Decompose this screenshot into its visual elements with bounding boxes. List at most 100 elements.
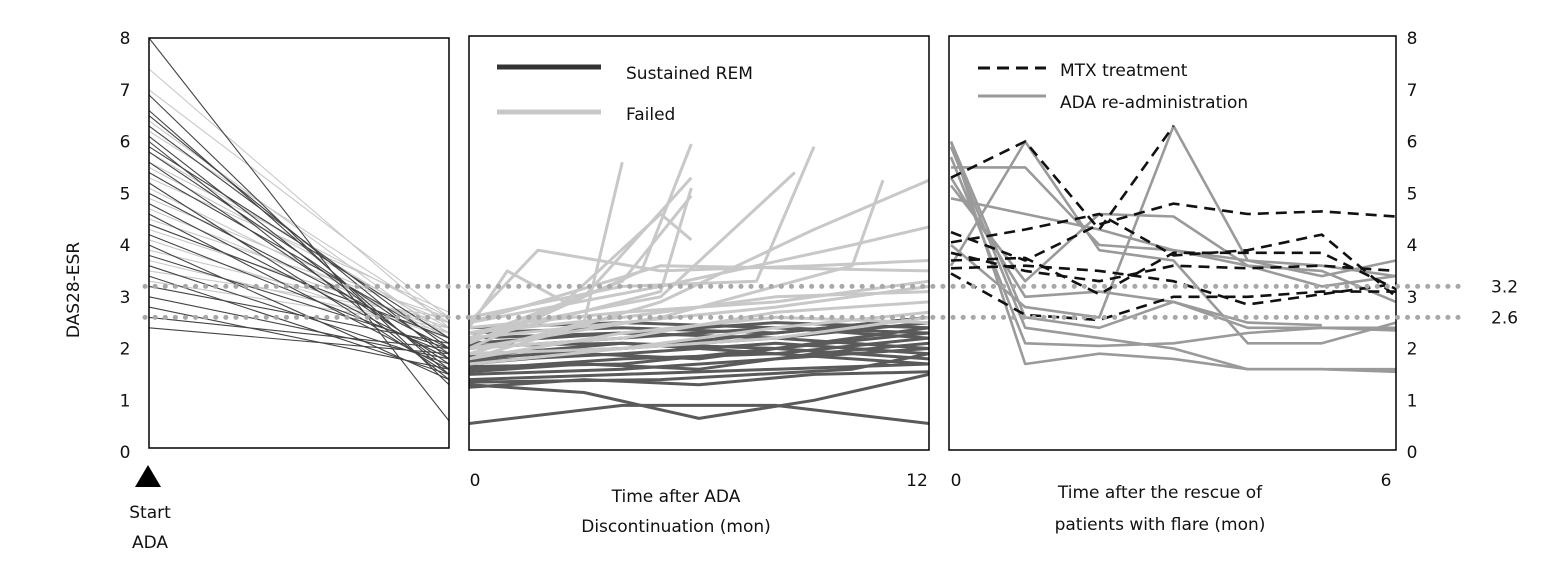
start-ada-line	[148, 141, 450, 381]
discontinuation-frame	[468, 35, 930, 451]
ada-readministration-line	[950, 197, 1397, 288]
start-ada-line	[148, 316, 450, 350]
failed-line	[468, 290, 930, 335]
y-tick-label: 7	[120, 81, 131, 101]
sustained-rem-line	[468, 372, 930, 420]
x-tick-6: 6	[1381, 471, 1392, 491]
threshold-label: 3.2	[1491, 277, 1518, 297]
threshold-label: 2.6	[1491, 308, 1518, 328]
ada-readministration-line	[949, 146, 1397, 374]
start-ada-line	[148, 285, 450, 344]
middle-x-label-line2: Discontinuation (mon)	[581, 517, 771, 537]
failed-line	[468, 146, 816, 319]
failed-line	[468, 225, 930, 325]
start-ada-line	[148, 161, 450, 365]
start-ada-line	[148, 94, 450, 386]
failed-line	[467, 212, 693, 329]
right-y-tick-label: 0	[1407, 443, 1418, 463]
y-tick-label: 0	[120, 443, 131, 463]
legend-label-sustained-rem: Sustained REM	[626, 64, 753, 84]
start-ada-line	[148, 89, 450, 318]
mtx-treatment-line	[950, 251, 1397, 296]
start-ada-line	[148, 172, 450, 344]
start-ada-line	[148, 306, 450, 370]
failed-line	[468, 187, 693, 343]
start-ada-line	[148, 244, 450, 381]
right-y-tick-label: 8	[1407, 29, 1418, 49]
right-y-tick-label: 4	[1407, 236, 1418, 256]
start-ada-line	[148, 218, 450, 318]
failed-line	[468, 284, 930, 340]
right-y-tick-label: 7	[1407, 81, 1418, 101]
failed-line	[468, 179, 885, 350]
x-tick-0: 0	[470, 471, 481, 491]
mtx-treatment-line	[950, 264, 1397, 306]
sustained-rem-line	[468, 331, 930, 350]
x-tick-12: 12	[906, 471, 928, 491]
start-ada-line	[148, 296, 450, 360]
start-ada-line	[148, 259, 450, 334]
y-tick-label: 1	[120, 391, 131, 411]
panel-start-ada: 0 1 2 3 4 5 6 7 8 DAS28-ESR Start ADA	[64, 29, 450, 553]
failed-line	[468, 315, 930, 366]
right-y-tick-label: 1	[1407, 391, 1418, 411]
panel-discontinuation: Sustained REM Failed 0 12 Time after ADA…	[467, 35, 930, 537]
legend-label-mtx: MTX treatment	[1060, 61, 1188, 81]
sustained-rem-line	[468, 331, 930, 369]
start-ada-label-line2: ADA	[132, 533, 168, 553]
sustained-rem-line	[468, 362, 930, 382]
start-ada-line	[148, 254, 450, 350]
start-ada-line	[148, 151, 450, 355]
right-y-tick-label: 3	[1407, 288, 1418, 308]
panel-rescue: MTX treatment ADA re-administration 0 6 …	[948, 29, 1418, 535]
start-ada-line	[148, 177, 450, 313]
start-ada-line	[148, 239, 450, 339]
start-ada-line	[148, 182, 450, 375]
y-tick-label: 8	[120, 29, 131, 49]
right-x-label-line2: patients with flare (mon)	[1055, 515, 1266, 535]
y-tick-label: 5	[120, 184, 131, 204]
right-y-tick-label: 5	[1407, 184, 1418, 204]
y-tick-label: 3	[120, 288, 131, 308]
start-ada-line	[148, 275, 450, 375]
legend-label-ada-readmin: ADA re-administration	[1060, 93, 1248, 113]
sustained-rem-line	[468, 403, 930, 425]
start-ada-line	[148, 327, 450, 355]
mtx-treatment-line	[950, 125, 1175, 231]
right-y-axis-ticks: 0 1 2 3 4 5 6 7 8	[1407, 29, 1418, 463]
y-tick-label: 2	[120, 340, 131, 360]
y-tick-label: 6	[120, 133, 131, 153]
threshold-lines: 3.2 2.6	[142, 277, 1518, 328]
start-ada-line	[148, 146, 450, 339]
mtx-treatment-line	[950, 251, 1397, 283]
failed-line	[468, 264, 930, 325]
start-ada-frame	[148, 37, 450, 449]
rescue-lines	[949, 124, 1397, 374]
right-x-label-line1: Time after the rescue of	[1057, 483, 1263, 503]
start-ada-marker	[135, 465, 161, 487]
start-ada-label-line1: Start	[129, 503, 171, 523]
failed-line	[468, 315, 930, 361]
right-y-tick-label: 2	[1407, 340, 1418, 360]
sustained-rem-line	[468, 370, 930, 389]
y-axis-label: DAS28-ESR	[64, 242, 84, 339]
start-ada-line	[148, 37, 450, 422]
mtx-treatment-line	[950, 202, 1397, 262]
ada-readministration-line	[949, 184, 1397, 304]
x-tick-0-right: 0	[951, 471, 962, 491]
sustained-rem-line	[468, 352, 930, 384]
left-y-axis-ticks: 0 1 2 3 4 5 6 7 8	[120, 29, 131, 463]
rescue-frame	[948, 35, 1397, 451]
start-ada-line	[148, 192, 450, 349]
mtx-treatment-line	[950, 272, 1396, 322]
middle-x-label-line1: Time after ADA	[611, 487, 741, 507]
start-ada-line	[148, 125, 450, 349]
start-ada-lines	[148, 37, 450, 422]
right-y-tick-label: 6	[1407, 133, 1418, 153]
y-tick-label: 4	[120, 236, 131, 256]
mtx-treatment-line	[950, 212, 1397, 298]
start-ada-line	[148, 223, 450, 339]
discontinuation-lines	[467, 143, 930, 425]
legend-label-failed: Failed	[626, 105, 675, 125]
